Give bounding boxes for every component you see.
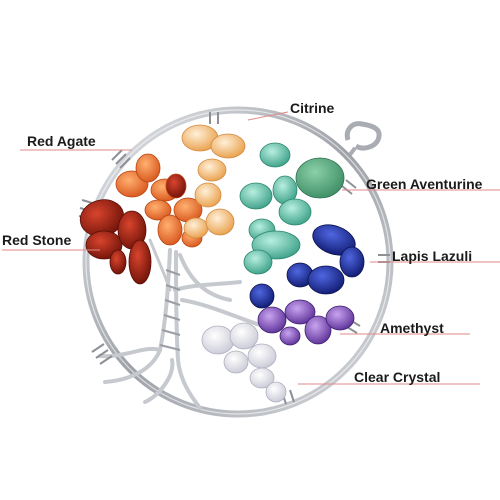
green-aventurine-gems — [239, 142, 312, 275]
clear-crystal-gems — [201, 322, 287, 403]
red-stone-gems — [79, 199, 152, 285]
label-amethyst: Amethyst — [380, 320, 444, 336]
green-aventurine-large — [295, 157, 345, 199]
label-clear-crystal: Clear Crystal — [354, 369, 441, 385]
bail-loop — [344, 121, 382, 162]
amethyst-gems — [257, 299, 355, 346]
trunk-twist — [159, 269, 181, 351]
leader-lines — [2, 111, 500, 385]
label-citrine: Citrine — [290, 100, 335, 116]
citrine-gems — [181, 124, 246, 239]
label-lapis-lazuli: Lapis Lazuli — [392, 248, 473, 264]
label-red-agate: Red Agate — [27, 133, 96, 149]
lapis-lazuli-gems — [249, 224, 365, 309]
label-red-stone: Red Stone — [2, 232, 72, 248]
label-green-aventurine: Green Aventurine — [366, 176, 483, 192]
